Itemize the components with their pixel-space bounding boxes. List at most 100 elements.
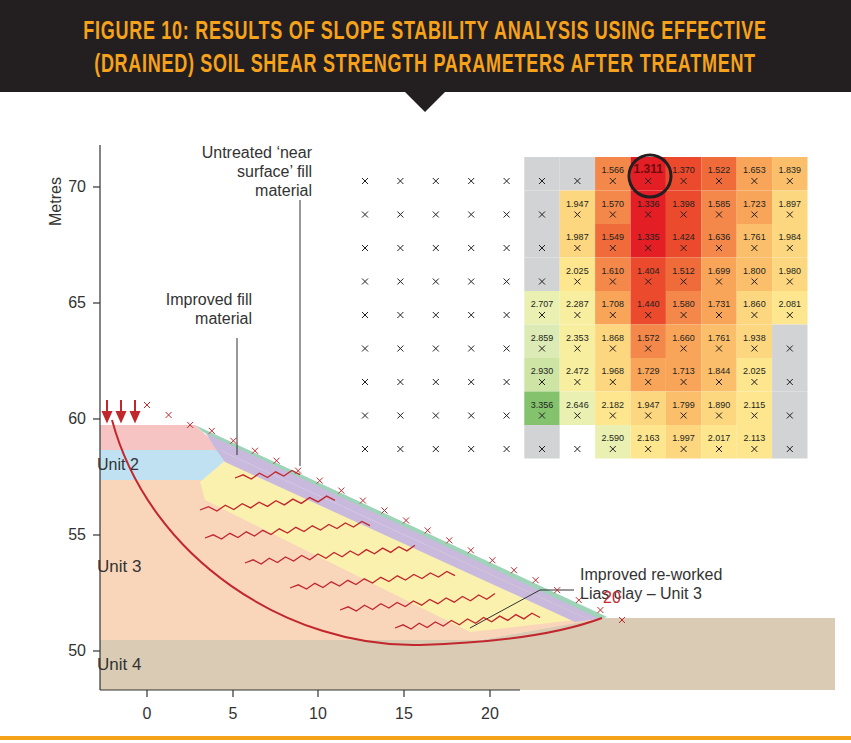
grid-cell bbox=[631, 325, 666, 359]
safety-factor-value: 2.182 bbox=[595, 400, 630, 411]
safety-factor-value: 1.424 bbox=[666, 232, 701, 243]
safety-factor-value: 1.844 bbox=[701, 366, 736, 377]
safety-factor-grid bbox=[362, 157, 808, 459]
safety-factor-value: 1.731 bbox=[701, 299, 736, 310]
safety-factor-value: 2.590 bbox=[595, 433, 630, 444]
grid-cross bbox=[433, 178, 439, 184]
grid-cross bbox=[252, 448, 258, 454]
grid-cell bbox=[631, 224, 666, 258]
grid-cross bbox=[716, 312, 722, 318]
grid-cell bbox=[772, 291, 807, 325]
grid-cross bbox=[751, 413, 757, 419]
annotation: Improved fill material bbox=[160, 290, 252, 328]
grid-cross bbox=[645, 346, 651, 352]
safety-factor-value: 1.897 bbox=[772, 199, 807, 210]
grid-cross bbox=[425, 527, 431, 533]
grid-cross bbox=[468, 346, 474, 352]
annotation: Untreated ‘near surface’ fill material bbox=[188, 143, 312, 200]
grid-cross bbox=[751, 279, 757, 285]
grid-cross bbox=[554, 587, 560, 593]
grid-cross bbox=[539, 413, 545, 419]
grid-cell bbox=[524, 157, 559, 191]
safety-factor-value: 1.699 bbox=[701, 266, 736, 277]
safety-factor-value: 2.017 bbox=[701, 433, 736, 444]
grid-cross bbox=[539, 346, 545, 352]
grid-cell bbox=[595, 392, 630, 426]
grid-cross bbox=[397, 212, 403, 218]
safety-factor-value: 1.636 bbox=[701, 232, 736, 243]
grid-cross bbox=[610, 178, 616, 184]
grid-cross bbox=[716, 279, 722, 285]
safety-factor-value: 1.729 bbox=[631, 366, 666, 377]
grid-cross bbox=[504, 245, 510, 251]
grid-cross bbox=[274, 458, 280, 464]
grid-cross bbox=[716, 379, 722, 385]
grid-cross bbox=[187, 422, 193, 428]
grid-cross bbox=[504, 413, 510, 419]
grid-cross bbox=[787, 446, 793, 452]
grid-cross bbox=[468, 413, 474, 419]
grid-cell bbox=[666, 425, 701, 459]
grid-cross bbox=[362, 413, 368, 419]
grid-cross bbox=[433, 245, 439, 251]
grid-cross bbox=[468, 279, 474, 285]
grid-cross bbox=[362, 279, 368, 285]
grid-cross bbox=[433, 379, 439, 385]
reinforcement-line bbox=[395, 613, 540, 629]
grid-cross bbox=[539, 212, 545, 218]
grid-cross bbox=[539, 312, 545, 318]
grid-cell bbox=[666, 291, 701, 325]
grid-cell bbox=[666, 258, 701, 292]
safety-factor-value: 1.398 bbox=[666, 199, 701, 210]
grid-cell bbox=[631, 258, 666, 292]
grid-cross bbox=[716, 178, 722, 184]
safety-factor-value: 1.800 bbox=[737, 266, 772, 277]
grid-cross bbox=[787, 413, 793, 419]
grid-cross bbox=[787, 245, 793, 251]
y-tick-label: 50 bbox=[50, 641, 86, 660]
grid-cross bbox=[362, 446, 368, 452]
grid-cross bbox=[610, 312, 616, 318]
grid-cell bbox=[524, 258, 559, 292]
safety-factor-value: 2.081 bbox=[772, 299, 807, 310]
grid-cell bbox=[595, 224, 630, 258]
grid-cross bbox=[787, 279, 793, 285]
grid-cross bbox=[209, 428, 215, 434]
grid-cell bbox=[701, 191, 736, 225]
grid-cell bbox=[560, 224, 595, 258]
grid-cross bbox=[433, 413, 439, 419]
safety-factor-value: 2.472 bbox=[560, 366, 595, 377]
grid-cross bbox=[619, 617, 625, 623]
grid-cross bbox=[468, 446, 474, 452]
grid-cross bbox=[610, 245, 616, 251]
near-surface-fill-layer bbox=[222, 438, 610, 618]
grid-cross bbox=[397, 178, 403, 184]
grid-cross bbox=[433, 312, 439, 318]
grid-cross bbox=[681, 413, 687, 419]
grid-cell bbox=[560, 392, 595, 426]
grid-cross bbox=[533, 577, 539, 583]
grid-cross bbox=[433, 212, 439, 218]
safety-factor-value: 1.947 bbox=[631, 400, 666, 411]
safety-factor-value: 1.549 bbox=[595, 232, 630, 243]
grid-cell bbox=[524, 325, 559, 359]
grid-cell bbox=[737, 191, 772, 225]
grid-cell bbox=[595, 325, 630, 359]
grid-cross bbox=[645, 279, 651, 285]
grid-cell bbox=[595, 258, 630, 292]
reinforcement-lines bbox=[200, 470, 540, 629]
grid-cross bbox=[610, 212, 616, 218]
safety-factor-value: 1.404 bbox=[631, 266, 666, 277]
safety-factor-value: 2.646 bbox=[560, 400, 595, 411]
grid-cross bbox=[539, 245, 545, 251]
safety-factor-value: 1.839 bbox=[772, 165, 807, 176]
grid-cross bbox=[716, 446, 722, 452]
grid-cell bbox=[524, 392, 559, 426]
grid-cross bbox=[751, 346, 757, 352]
reinforcement-line bbox=[245, 545, 415, 564]
safety-factor-value: 1.336 bbox=[631, 199, 666, 210]
improved-clay-zone bbox=[200, 458, 592, 632]
safety-factor-value: 1.997 bbox=[666, 433, 701, 444]
safety-factor-value: 2.025 bbox=[560, 266, 595, 277]
grid-cross bbox=[574, 279, 580, 285]
